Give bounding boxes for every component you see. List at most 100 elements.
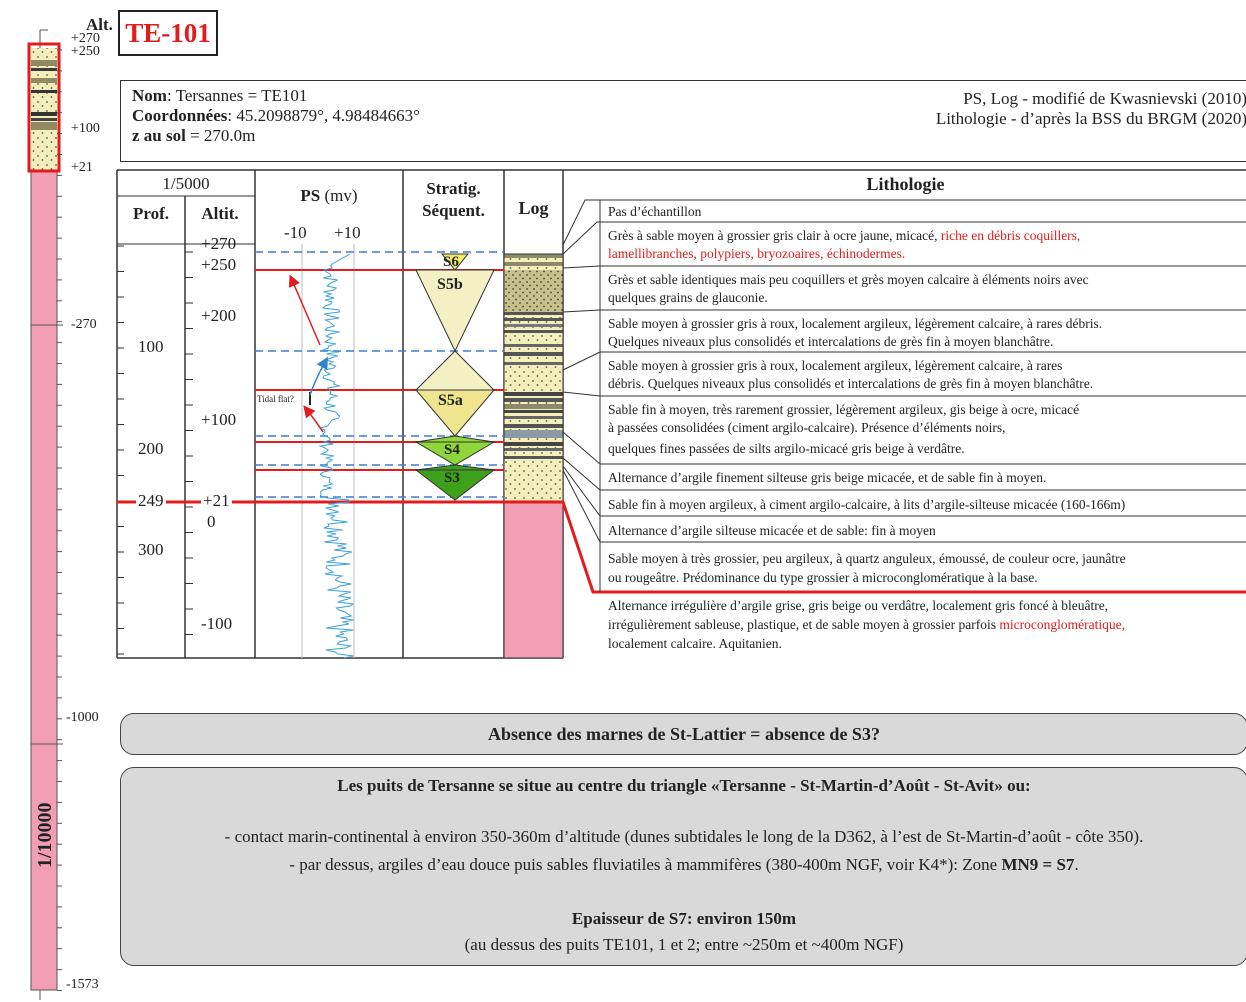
altit-header: Altit. (201, 204, 239, 223)
litho-row: irrégulièrement sableuse, plastique, et … (608, 616, 1125, 633)
scale-header: 1/5000 (162, 174, 210, 193)
seq-s3 (414, 469, 496, 501)
litho-connector (562, 391, 1246, 397)
note-line: - par dessus, argiles d’eau douce puis s… (121, 855, 1246, 875)
overview-label: +21 (71, 160, 93, 175)
litho-connector (562, 309, 1246, 313)
litho-text: Pas d’échantillon (608, 204, 702, 219)
overview-label: +250 (71, 44, 100, 59)
overview-highlight-frame (27, 42, 61, 173)
prof-label: 100 (138, 337, 164, 356)
litho-text: Sable moyen à grossier gris à roux, loca… (608, 316, 1103, 331)
altit-label: +100 (201, 410, 237, 429)
seq-s4 (414, 441, 496, 466)
prof-label-base: 249 (136, 491, 166, 511)
altit-label-base: +21 (201, 491, 232, 511)
stratig-label: Stratig. (426, 179, 481, 198)
litho-text: à passées consolidées (ciment argilo-cal… (608, 420, 1006, 435)
seq-label-s6: S6 (443, 254, 459, 270)
stratig-header: Stratig. Séquent. (403, 178, 504, 222)
note-line2-post: . (1074, 855, 1079, 874)
altit-label: +200 (201, 306, 237, 325)
z-label: z au sol (132, 126, 186, 145)
seq-label-s3: S3 (444, 470, 460, 486)
seq-s5a (414, 389, 496, 437)
litho-text: Alternance d’argile finement silteuse gr… (608, 470, 1047, 485)
litho-text: quelques fines passées de silts argilo-m… (608, 441, 965, 456)
litho-row: Sable fin à moyen, très rarement grossie… (608, 401, 1079, 418)
note-thickness-detail: (au dessus des puits TE101, 1 et 2; entr… (464, 935, 904, 954)
sequent-label: Séquent. (422, 201, 485, 220)
blue-arrow (309, 356, 328, 396)
litho-text: ou rougeâtre. Prédominance du type gross… (608, 570, 1038, 585)
litho-connector (562, 221, 1246, 255)
litho-row: Alternance d’argile silteuse micacée et … (608, 522, 936, 539)
litho-text: localement calcaire. Aquitanien. (608, 636, 782, 651)
altit-label: +250 (201, 255, 237, 274)
litho-row: Alternance d’argile finement silteuse gr… (608, 469, 1046, 486)
seq-label-s4: S4 (444, 442, 460, 458)
litho-row: Grès et sable identiques mais peu coquil… (608, 271, 1089, 288)
seq-s5a-lower (414, 350, 496, 391)
ps-header-unit: (mv) (324, 186, 358, 205)
litho-row: Grès à sable moyen à grossier gris clair… (608, 227, 1080, 244)
litho-text: Sable fin à moyen argileux, à ciment arg… (608, 497, 1126, 512)
litho-text: Quelques niveaux plus consolidés et inte… (608, 334, 1054, 349)
litho-text: Grès et sable identiques mais peu coquil… (608, 272, 1089, 287)
litho-row: Sable moyen à grossier gris à roux, loca… (608, 357, 1062, 374)
seq-s5b (415, 269, 495, 353)
litho-header: Lithologie (866, 174, 945, 194)
name-label: Nom (132, 86, 167, 105)
overview-label: -270 (71, 317, 97, 332)
litho-text: Sable moyen à très grossier, peu argileu… (608, 551, 1126, 566)
litho-row: Quelques niveaux plus consolidés et inte… (608, 333, 1053, 350)
altit-label: -100 (201, 614, 233, 633)
litho-row: Sable moyen à grossier gris à roux, loca… (608, 315, 1102, 332)
altit-label: +270 (201, 234, 237, 253)
overview-label: +270 (71, 31, 100, 46)
seq-label-s5b: S5b (437, 276, 463, 293)
prof-header: Prof. (132, 204, 170, 223)
altit-label: 0 (207, 512, 216, 531)
litho-text: Sable fin à moyen, très rarement grossie… (608, 402, 1080, 417)
litho-source: Lithologie - d’après la BSS du BRGM (202… (935, 109, 1246, 128)
ps-header-label: PS (300, 186, 321, 205)
seq-s6 (440, 253, 470, 271)
litho-text: irrégulièrement sableuse, plastique, et … (608, 617, 1000, 632)
litho-connector (562, 265, 1246, 269)
overview-label: -1573 (66, 977, 99, 992)
litho-text: débris. Quelques niveaux plus consolidés… (608, 376, 1094, 391)
altit-ticks (185, 251, 193, 635)
overview-scale-label: 1/10000 (34, 802, 56, 868)
note-box-tersanne: Les puits de Tersanne se situe au centre… (120, 767, 1246, 966)
well-title: TE-101 (118, 10, 218, 56)
litho-row: Sable fin à moyen argileux, à ciment arg… (608, 496, 1125, 513)
litho-row: Pas d’échantillon (608, 203, 701, 220)
coords-value: : 45.2098879°, 4.98484663° (227, 106, 420, 125)
ps-tick: -10 (284, 223, 307, 242)
well-info-sources: PS, Log - modifié de Kwasnievski (2010) … (936, 89, 1246, 129)
litho-connector (562, 199, 1246, 246)
litho-text-red: lamellibranches, polypiers, bryozoaires,… (608, 246, 906, 261)
note-line2-pre: - par dessus, argiles d’eau douce puis s… (289, 855, 1002, 874)
seq-label-s5a: S5a (438, 392, 463, 409)
name-value: : Tersannes = TE101 (166, 86, 308, 105)
ps-curve (318, 253, 355, 659)
litho-row: Sable moyen à très grossier, peu argileu… (608, 550, 1126, 567)
overview-alt-header: Alt. (86, 15, 113, 34)
ps-source: PS, Log - modifié de Kwasnievski (2010) (963, 89, 1246, 108)
overview-label: -1000 (66, 710, 99, 725)
well-info-left: Nom: Tersannes = TE101 Coordonnées: 45.2… (132, 86, 420, 146)
note-line: - contact marin-continental à environ 35… (224, 827, 1144, 846)
base-boundary-line (117, 500, 1246, 594)
litho-text: Grès à sable moyen à grossier gris clair… (608, 228, 941, 243)
tidal-flat-label: Tidal flat? (257, 394, 294, 404)
sequence-shapes (414, 253, 496, 501)
litho-row: localement calcaire. Aquitanien. (608, 635, 782, 652)
ps-header: PS (mv) (255, 186, 403, 206)
litho-row: lamellibranches, polypiers, bryozoaires,… (608, 245, 905, 262)
note-box-s3-text: Absence des marnes de St-Lattier = absen… (488, 723, 880, 744)
litho-text-red: microconglomératique, (999, 617, 1125, 632)
note-box-s3: Absence des marnes de St-Lattier = absen… (120, 713, 1246, 755)
